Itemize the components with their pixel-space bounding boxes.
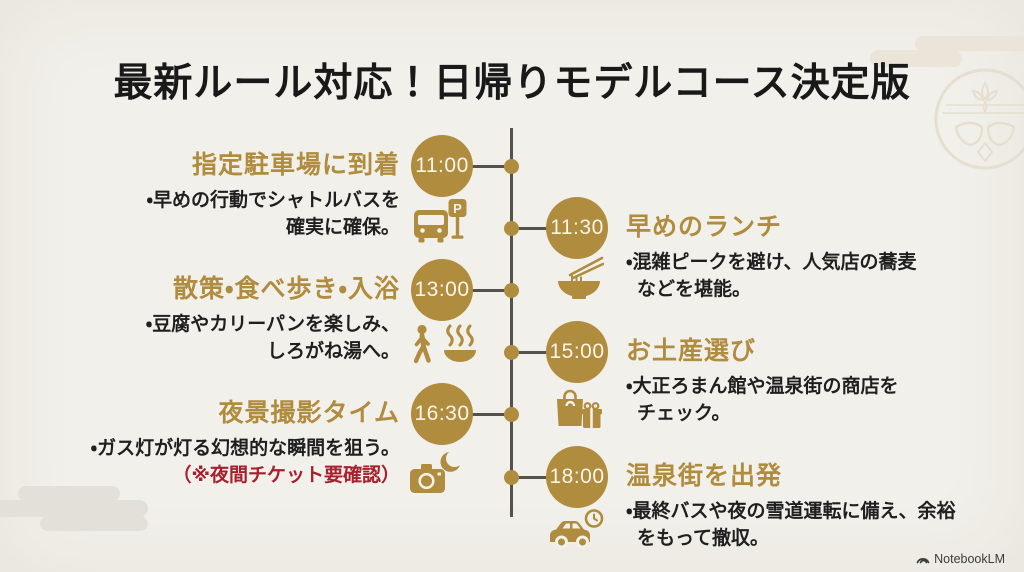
- timeline-connector: [510, 476, 552, 479]
- event-detail-line: などを堪能。: [637, 279, 752, 300]
- crest-watermark-icon: [934, 68, 1024, 170]
- event-detail-line: 確実に確保。: [285, 217, 400, 238]
- cloud-pattern-bottom-left: [0, 486, 148, 531]
- svg-text:P: P: [453, 201, 462, 216]
- timeline-node-dot: [504, 345, 519, 360]
- timeline-node-dot: [504, 470, 519, 485]
- event-detail-line: ・豆腐やカリーパンを楽しみ、: [145, 314, 400, 335]
- event-text-block: お土産選び ・大正ろまん館や温泉街の商店を チェック。: [626, 335, 1006, 427]
- event-heading: お土産選び: [626, 337, 757, 365]
- event-text-block: 温泉街を出発 ・最終バスや夜の雪道運転に備え、余裕 をもって撤収。: [626, 460, 1006, 552]
- event-heading: 温泉街を出発: [626, 462, 783, 490]
- notebooklm-icon: [916, 558, 930, 564]
- event-detail-line: ・大正ろまん館や温泉街の商店を: [626, 376, 899, 397]
- event-heading: 夜景撮影タイム: [218, 399, 400, 427]
- walking-hotspring-icon: [413, 324, 476, 364]
- timeline-connector: [468, 289, 514, 292]
- time-badge: 18:00: [546, 446, 608, 508]
- event-text-block: 散策・食べ歩き・入浴 ・豆腐やカリーパンを楽しみ、 しろがね湯へ。: [50, 273, 400, 365]
- event-detail-line: しろがね湯へ。: [266, 341, 400, 362]
- event-detail-line: ・ガス灯が灯る幻想的な瞬間を狙う。: [90, 438, 400, 459]
- time-badge: 11:30: [546, 197, 608, 259]
- timeline-connector: [510, 351, 552, 354]
- timeline-node-dot: [504, 221, 519, 236]
- time-badge: 13:00: [411, 259, 473, 321]
- bus-parking-icon: P: [414, 199, 467, 243]
- time-badge: 16:30: [411, 383, 473, 445]
- page-title: 最新ルール対応！日帰りモデルコース決定版: [113, 62, 911, 105]
- event-heading: 早めのランチ: [626, 213, 783, 241]
- brand-watermark: NotebookLM: [916, 552, 1005, 566]
- brand-label: NotebookLM: [934, 552, 1005, 566]
- timeline-connector: [468, 165, 514, 168]
- timeline-connector: [510, 227, 552, 230]
- noodles-icon: [558, 256, 604, 299]
- shopping-gift-icon: [557, 389, 602, 428]
- timeline-node-dot: [504, 159, 519, 174]
- timeline-node-dot: [504, 407, 519, 422]
- timeline-node-dot: [504, 283, 519, 298]
- event-detail-line: チェック。: [637, 403, 731, 424]
- event-text-block: 早めのランチ ・混雑ピークを避け、人気店の蕎麦 などを堪能。: [626, 211, 1006, 303]
- event-heading: 指定駐車場に到着: [191, 151, 400, 179]
- timeline-connector: [468, 413, 514, 416]
- event-warning-note: （※夜間チケット要確認）: [172, 465, 400, 486]
- timeline-axis: [510, 128, 513, 517]
- car-clock-icon: [550, 509, 604, 549]
- event-detail-line: をもって撤収。: [637, 528, 770, 549]
- camera-moon-icon: [410, 452, 460, 493]
- event-detail-line: ・最終バスや夜の雪道運転に備え、余裕: [626, 501, 956, 522]
- time-badge: 11:00: [411, 135, 473, 197]
- event-text-block: 夜景撮影タイム ・ガス灯が灯る幻想的な瞬間を狙う。 （※夜間チケット要確認）: [50, 397, 400, 489]
- event-text-block: 指定駐車場に到着 ・早めの行動でシャトルバスを 確実に確保。: [50, 149, 400, 241]
- event-heading: 散策・食べ歩き・入浴: [172, 275, 400, 303]
- time-badge: 15:00: [546, 321, 608, 383]
- cloud-pattern-top-right: [870, 36, 1024, 67]
- event-detail-line: ・早めの行動でシャトルバスを: [146, 190, 400, 211]
- event-detail-line: ・混雑ピークを避け、人気店の蕎麦: [626, 252, 917, 273]
